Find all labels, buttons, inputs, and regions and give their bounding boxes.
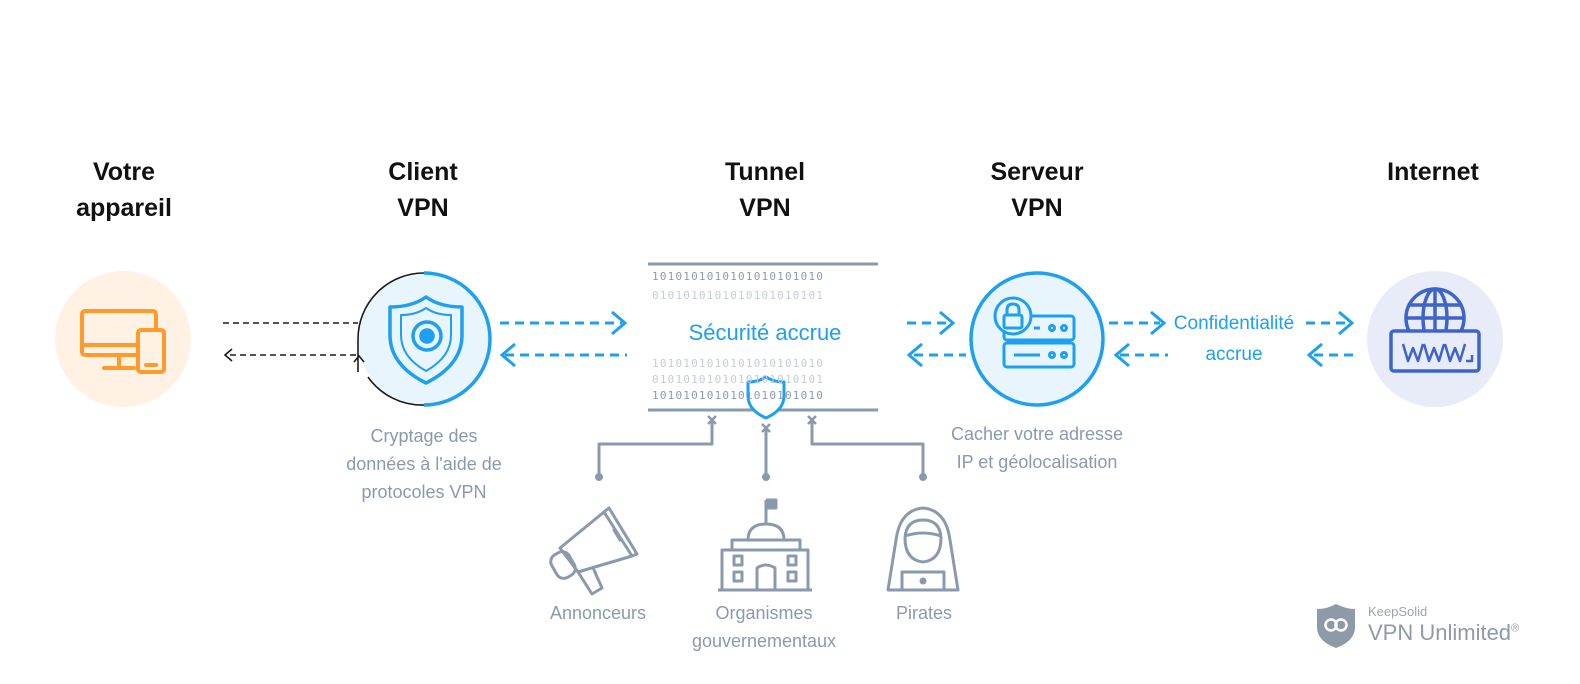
client-node	[353, 271, 492, 407]
tunnel-heading: Tunnel VPN	[725, 154, 805, 226]
tunnel-server-arrows	[906, 310, 966, 368]
tunnel-shield-icon	[746, 375, 786, 420]
client-heading-line1: Client	[388, 158, 458, 186]
threat-label-government: Organismes gouvernementaux	[692, 599, 836, 655]
privacy-label-line1: Confidentialité	[1173, 313, 1295, 334]
monitor-phone-icon	[80, 309, 166, 374]
threat-label-advertisers: Annonceurs	[549, 603, 647, 623]
device-heading: Votre appareil	[76, 154, 172, 226]
client-heading-line2: VPN	[397, 194, 449, 222]
internet-heading-line1: Internet	[1387, 158, 1479, 186]
tunnel-heading-line2: VPN	[739, 194, 791, 222]
binary-row-2: 0101010101010101010101	[652, 290, 825, 302]
device-heading-line2: appareil	[76, 194, 172, 222]
server-node	[969, 271, 1105, 407]
server-heading-line2: VPN	[1011, 194, 1063, 222]
binary-row-4: 0101010101010101010101	[652, 374, 825, 386]
internet-heading: Internet	[1387, 154, 1479, 190]
server-caption-line2: IP et géolocalisation	[956, 452, 1118, 472]
shield-eye-icon	[388, 295, 464, 385]
server-heading-line1: Serveur	[990, 158, 1084, 186]
brand-company: KeepSolid	[1368, 604, 1428, 619]
globe-www-icon	[1389, 287, 1481, 373]
tunnel-block	[595, 262, 927, 481]
privacy-label: Confidentialité accrue	[1174, 308, 1294, 370]
internet-node	[1367, 271, 1503, 407]
threat-label-government-line1: Organismes	[715, 603, 813, 623]
binary-row-3: 1010101010101010101010	[652, 358, 825, 370]
threat-connectors	[595, 415, 927, 481]
server-caption: Cacher votre adresse IP et géolocalisati…	[951, 420, 1123, 476]
megaphone-icon	[549, 506, 639, 596]
binary-row-1: 1010101010101010101010	[652, 271, 825, 283]
client-caption-line1: Cryptage des	[370, 426, 478, 446]
brand-product-name: VPN Unlimited	[1368, 620, 1512, 645]
hacker-icon	[886, 506, 960, 592]
client-caption-line3: protocoles VPN	[361, 482, 487, 502]
government-building-icon	[718, 498, 812, 592]
server-lock-icon	[993, 296, 1076, 369]
tunnel-security-label: Sécurité accrue	[684, 320, 846, 346]
device-heading-line1: Votre	[92, 158, 156, 186]
client-caption-line2: données à l'aide de	[346, 454, 502, 474]
server-heading: Serveur VPN	[990, 154, 1083, 226]
client-tunnel-arrows	[499, 310, 628, 368]
brand-registered-mark: ®	[1511, 622, 1520, 635]
privacy-label-line2: accrue	[1205, 344, 1263, 365]
device-circle-bg	[55, 271, 191, 407]
brand-product: VPN Unlimited®	[1368, 620, 1519, 646]
device-node	[55, 271, 191, 407]
client-caption: Cryptage des données à l'aide de protoco…	[346, 422, 502, 506]
binary-row-5: 1010101010101010101010	[652, 390, 825, 402]
device-client-arrows	[223, 322, 358, 362]
keepsolid-logo-icon	[1317, 604, 1355, 648]
threat-label-government-line2: gouvernementaux	[691, 631, 837, 651]
tunnel-heading-line1: Tunnel	[724, 158, 806, 186]
client-heading: Client VPN	[388, 154, 457, 226]
server-internet-arrows	[1109, 310, 1356, 368]
threat-label-hackers: Pirates	[895, 603, 953, 623]
server-caption-line1: Cacher votre adresse	[950, 424, 1124, 444]
